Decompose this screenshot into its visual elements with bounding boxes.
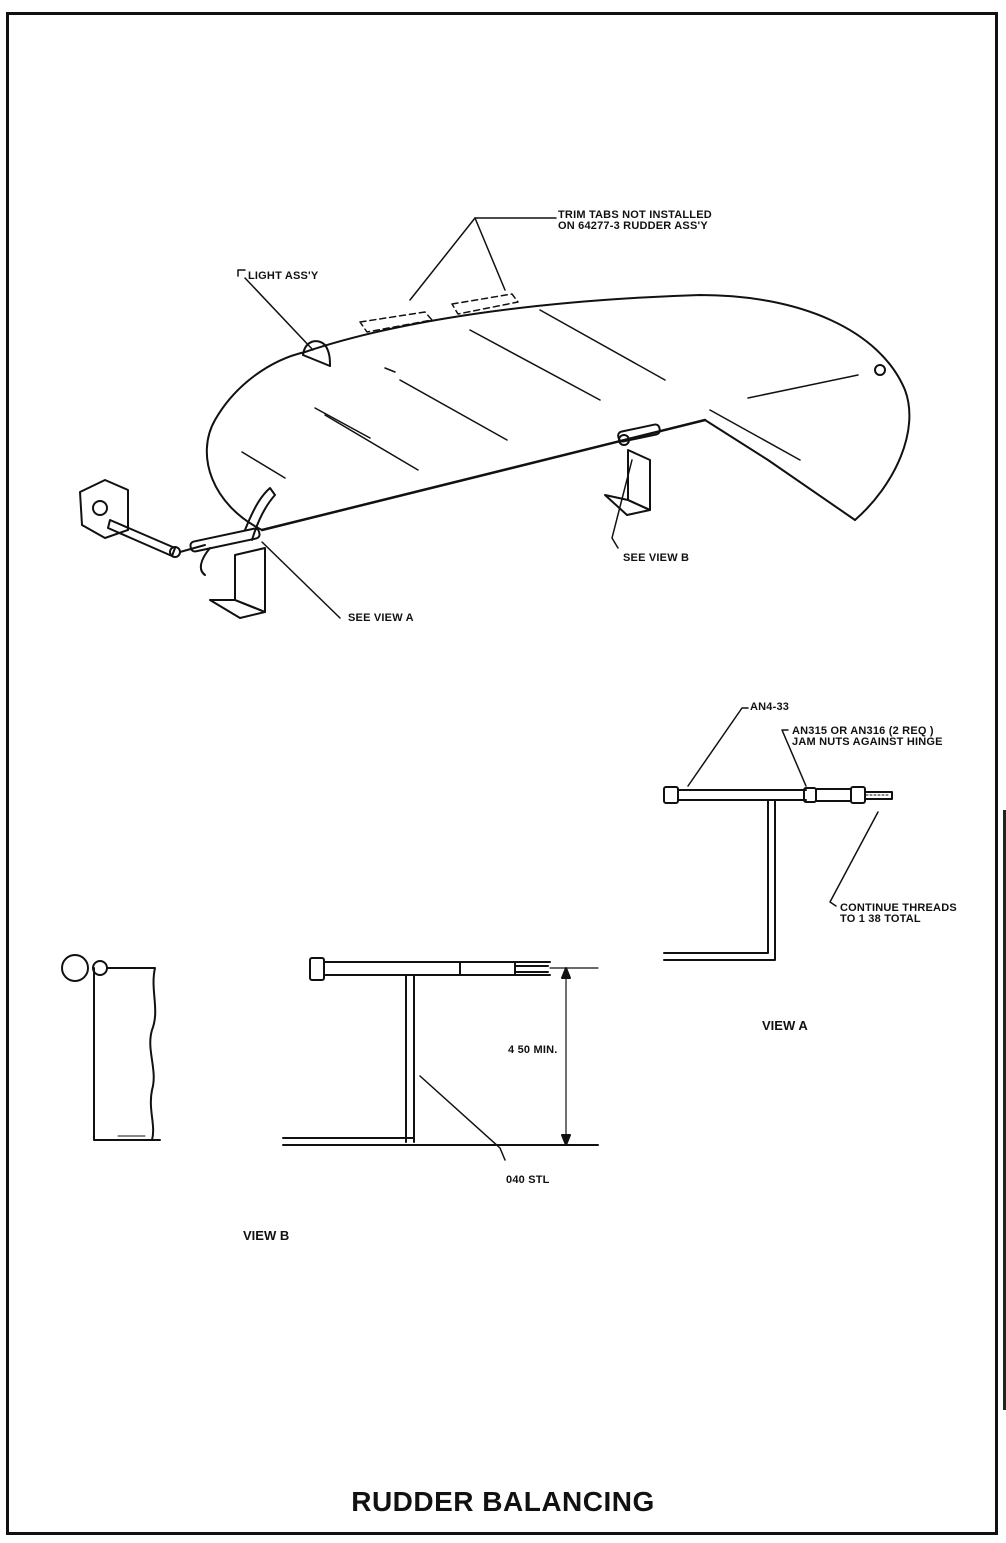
view-a-drawing (663, 786, 893, 961)
material-040-stl-label: 040 STL (506, 1174, 550, 1186)
view-a-title: VIEW A (762, 1018, 808, 1033)
light-assy-label: LIGHT ASS'Y (248, 270, 319, 282)
control-horn (79, 479, 206, 558)
view-b-title: VIEW B (243, 1228, 290, 1243)
an4-33-label: AN4-33 (750, 701, 790, 713)
page-border (6, 12, 998, 1535)
edge-rule (1003, 810, 1006, 1410)
hinge-bracket-a (189, 487, 276, 619)
continue-threads-label-line1: CONTINUE THREADS (840, 902, 957, 914)
dimension-4-50-label: 4 50 MIN. (508, 1044, 558, 1056)
page-title: RUDDER BALANCING (351, 1486, 655, 1517)
leader-lines (237, 217, 879, 1161)
trim-tab-outlines (359, 293, 519, 333)
light-assembly (302, 340, 331, 367)
trim-tabs-label-line1: TRIM TABS NOT INSTALLED (558, 209, 712, 221)
rudder-surface (205, 294, 911, 532)
trim-tabs-label-line2: ON 64277-3 RUDDER ASS'Y (558, 220, 708, 232)
continue-threads-label-line2: TO 1 38 TOTAL (840, 913, 921, 925)
an315-label-line1: AN315 OR AN316 (2 REQ ) (792, 725, 934, 737)
an315-label-line2: JAM NUTS AGAINST HINGE (792, 736, 943, 748)
view-b-drawing (61, 954, 599, 1146)
see-view-a-label: SEE VIEW A (348, 612, 414, 624)
see-view-b-label: SEE VIEW B (623, 552, 690, 564)
